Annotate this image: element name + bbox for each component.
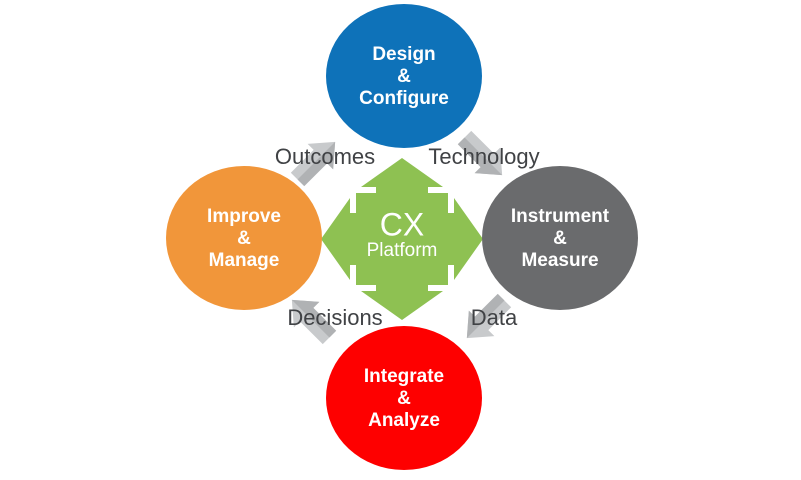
circle-label-line: Manage xyxy=(208,250,280,271)
flow-label-outcomes: Outcomes xyxy=(274,144,376,169)
flow-arrow-technology-icon xyxy=(457,130,503,176)
flow-arrow-data-icon xyxy=(466,293,512,339)
circle-improve-manage xyxy=(166,166,322,310)
circle-label-line: Improve xyxy=(207,206,281,227)
circle-label-line: Design xyxy=(372,44,436,65)
circle-label-line: & xyxy=(397,66,411,87)
circle-label-integrate-analyze: Integrate & Analyze xyxy=(364,366,444,432)
flow-arrow-technology-body xyxy=(457,130,503,176)
flow-arrow-outcomes-icon xyxy=(290,141,336,187)
circle-label-line: Analyze xyxy=(368,410,440,431)
circle-label-line: & xyxy=(397,388,411,409)
circle-integrate-analyze xyxy=(326,326,482,470)
platform-quad-arrow-icon xyxy=(321,158,483,320)
flow-label-data: Data xyxy=(470,305,518,330)
circle-label-instrument-measure: Instrument & Measure xyxy=(511,206,609,272)
flow-arrow-outcomes-fold xyxy=(297,141,336,187)
circle-label-line: Configure xyxy=(359,88,449,109)
circle-label-line: Instrument xyxy=(510,206,610,227)
circle-label-line: & xyxy=(237,228,251,249)
platform-subtitle: Platform xyxy=(366,240,438,261)
circle-label-improve-manage: Improve & Manage xyxy=(207,206,281,272)
flow-arrow-data-fold xyxy=(466,293,505,339)
flow-label-decisions: Decisions xyxy=(287,305,383,330)
circle-instrument-measure xyxy=(482,166,638,310)
circle-label-line: Measure xyxy=(521,250,599,271)
circle-design-configure xyxy=(326,4,482,148)
flow-arrow-decisions-icon xyxy=(291,299,337,345)
flow-arrow-decisions-fold xyxy=(291,299,337,338)
circle-label-design-configure: Design & Configure xyxy=(359,44,449,110)
flow-label-technology: Technology xyxy=(428,144,540,169)
circle-label-line: & xyxy=(553,228,567,249)
flow-arrow-technology-fold xyxy=(457,137,503,176)
platform-title: CX xyxy=(379,206,425,243)
circle-label-line: Integrate xyxy=(363,366,445,387)
